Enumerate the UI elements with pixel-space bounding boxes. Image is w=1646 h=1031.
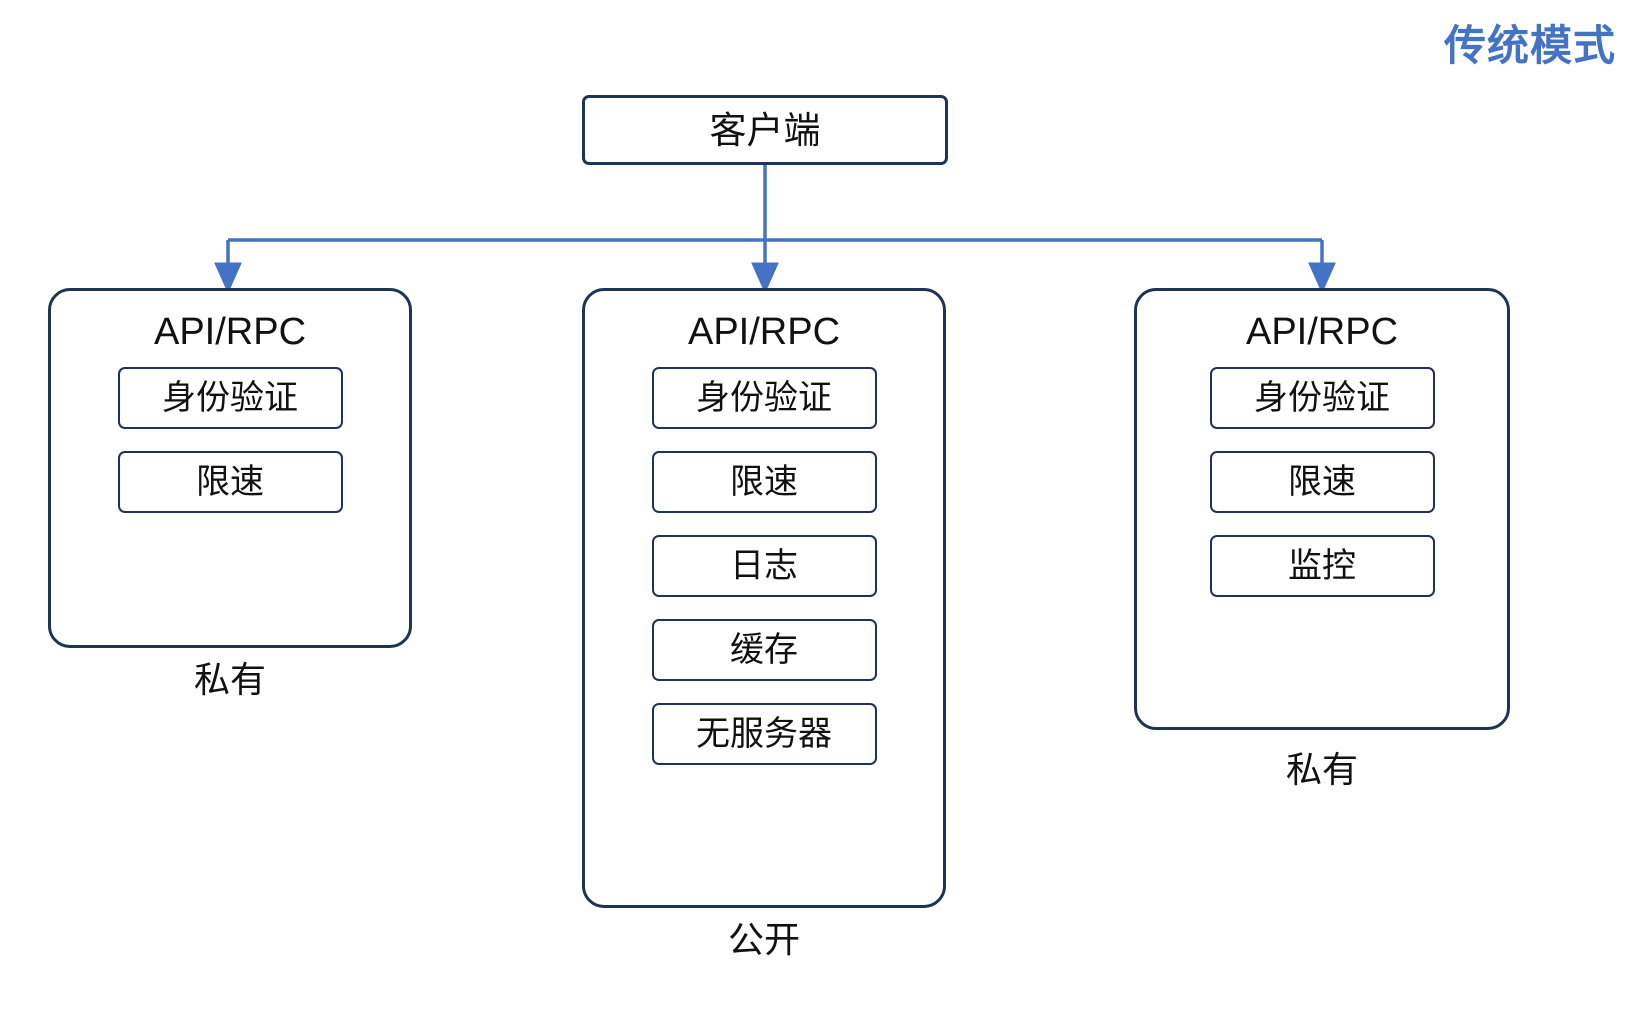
service-box[interactable]: 限速 [117,451,343,513]
service-box[interactable]: 身份验证 [117,367,343,429]
group-left[interactable]: API/RPC 身份验证 限速 [48,288,412,648]
group-left-caption: 私有 [193,659,266,700]
service-box[interactable]: 无服务器 [651,703,877,765]
service-box[interactable]: 身份验证 [1209,367,1435,429]
node-client-label: 客户端 [709,109,821,151]
service-box[interactable]: 监控 [1209,535,1435,597]
group-middle[interactable]: API/RPC 身份验证 限速 日志 缓存 无服务器 [582,288,946,908]
group-middle-caption: 公开 [727,919,800,960]
service-box[interactable]: 日志 [651,535,877,597]
group-right-title: API/RPC [1245,311,1399,353]
service-box[interactable]: 缓存 [651,619,877,681]
service-box[interactable]: 限速 [1209,451,1435,513]
service-box[interactable]: 身份验证 [651,367,877,429]
diagram-title: 传统模式 [1443,22,1616,69]
group-right[interactable]: API/RPC 身份验证 限速 监控 [1134,288,1510,730]
group-left-title: API/RPC [153,311,307,353]
group-middle-title: API/RPC [687,311,841,353]
group-left-service-list: 身份验证 限速 [51,367,409,513]
group-right-caption: 私有 [1285,749,1358,790]
group-right-service-list: 身份验证 限速 监控 [1137,367,1507,597]
group-middle-service-list: 身份验证 限速 日志 缓存 无服务器 [585,367,943,765]
node-client[interactable]: 客户端 [582,95,948,165]
service-box[interactable]: 限速 [651,451,877,513]
